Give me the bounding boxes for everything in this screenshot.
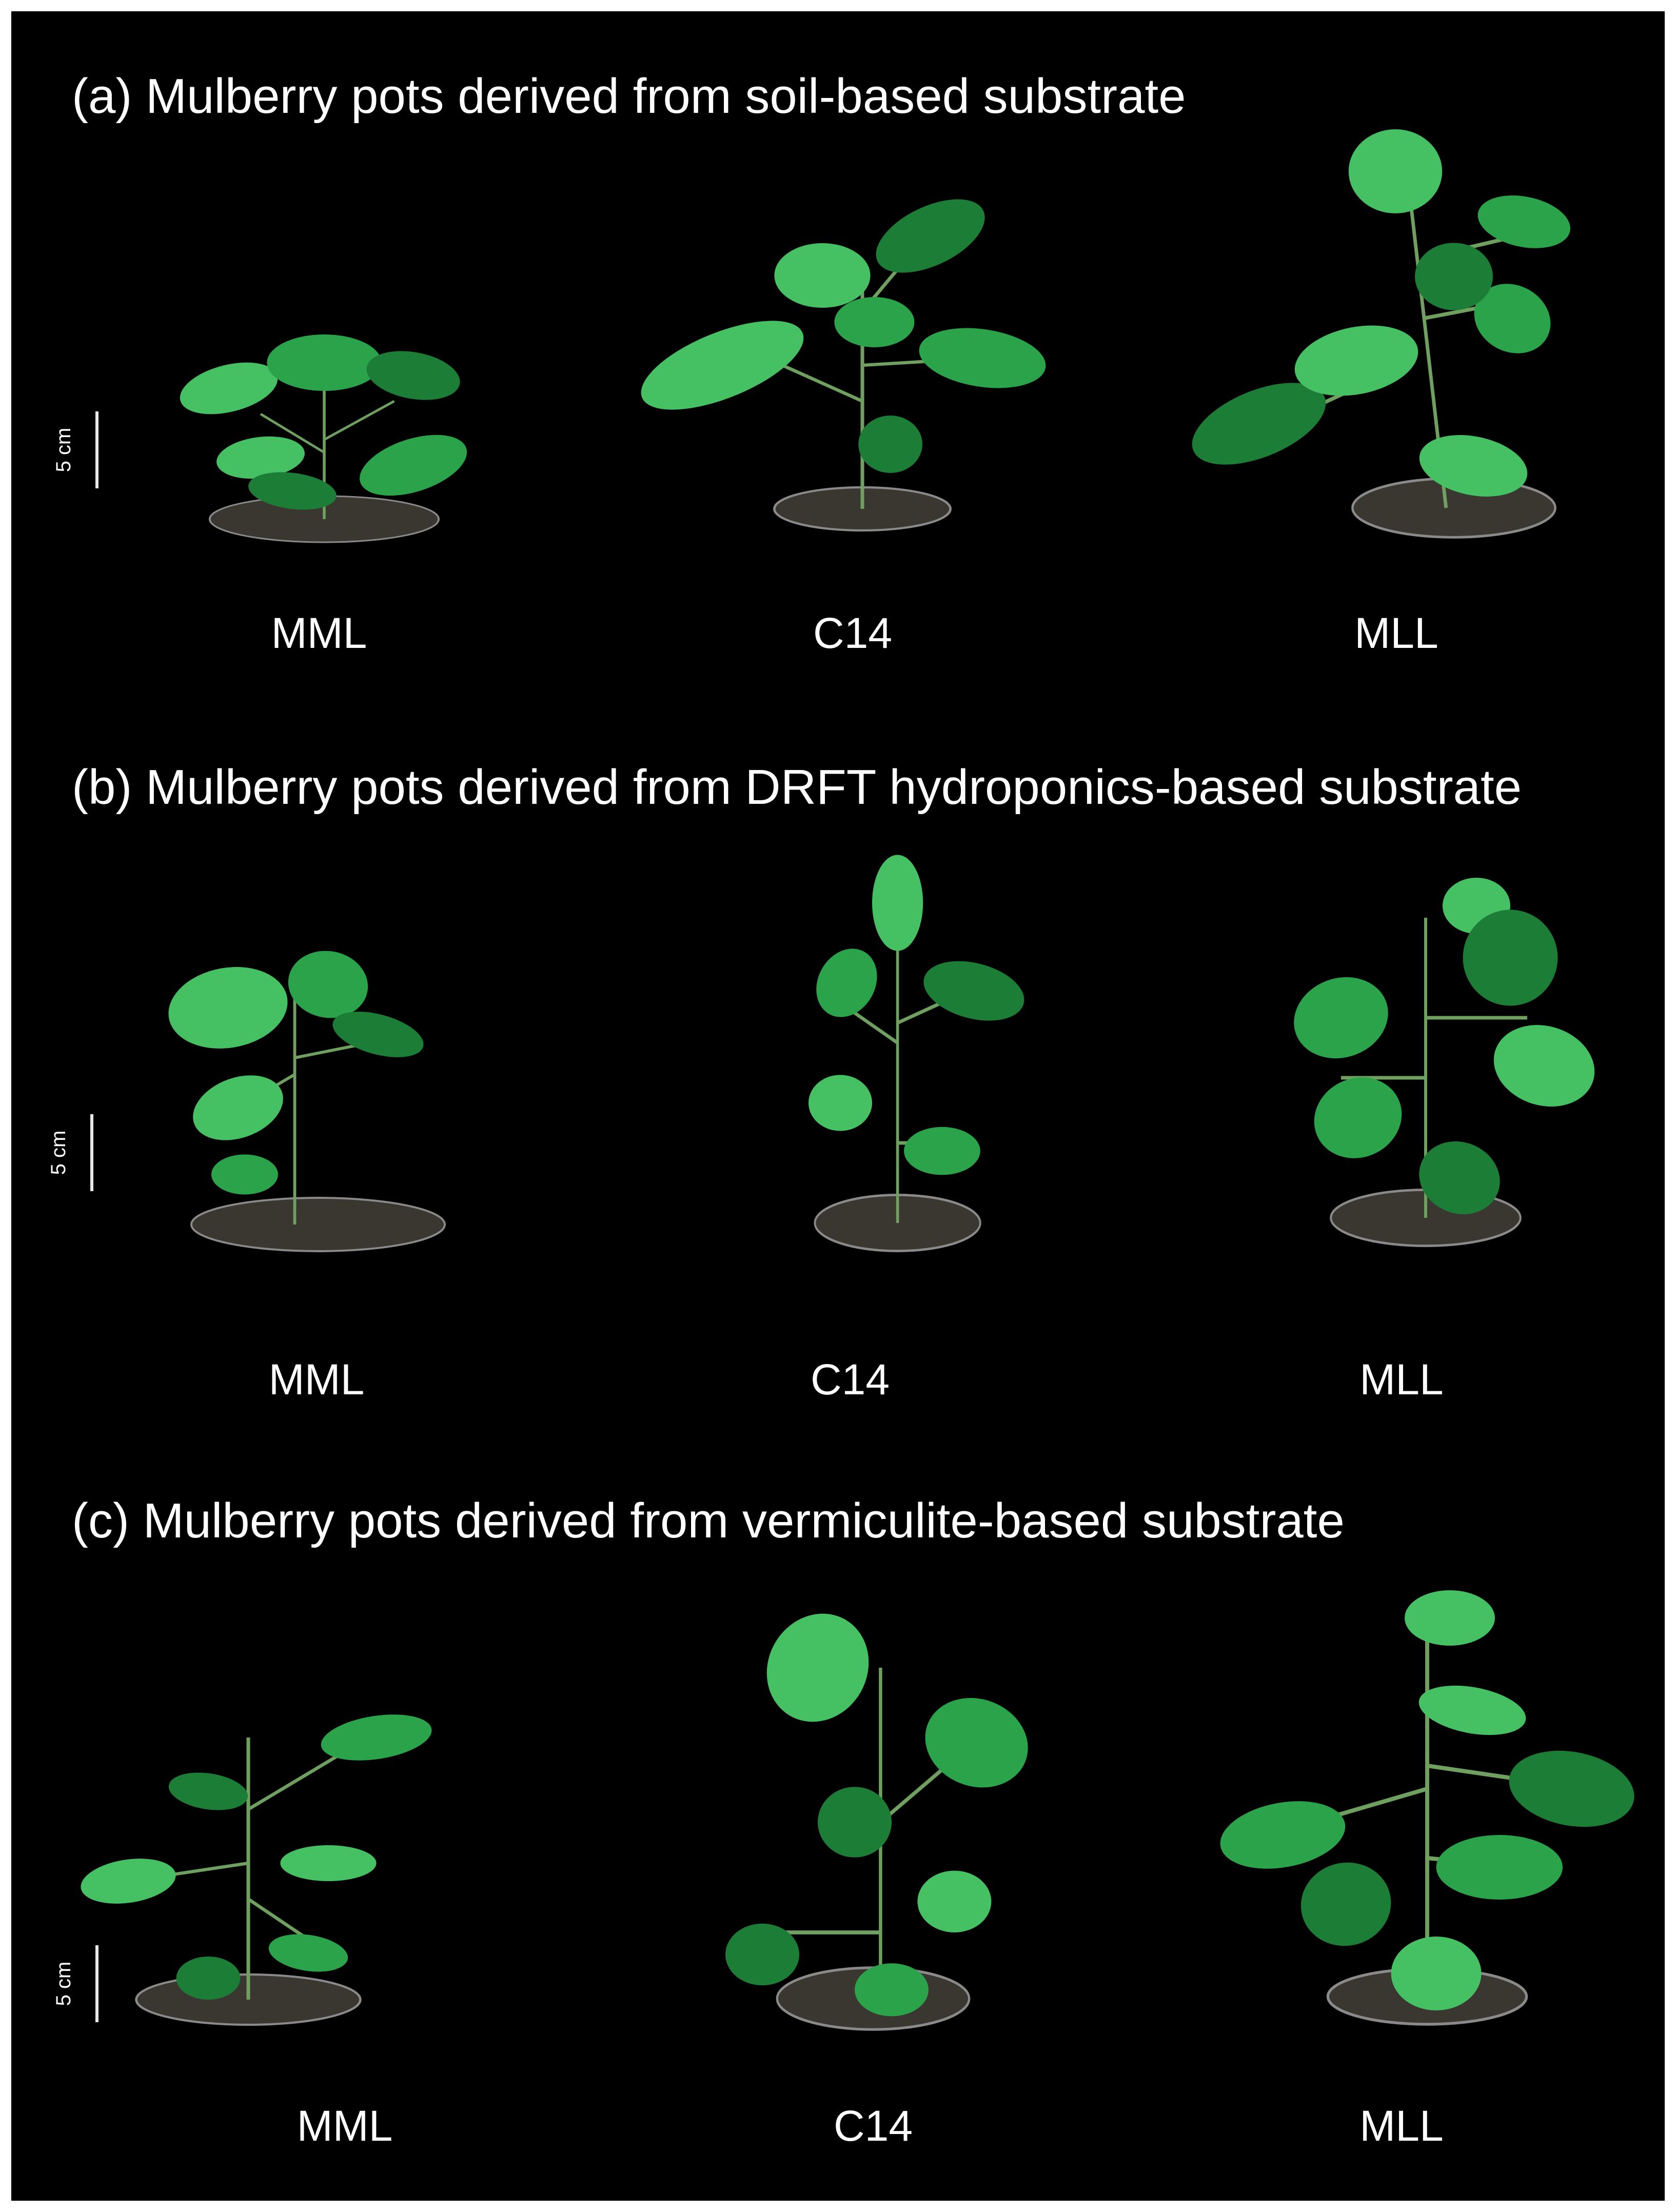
leaf bbox=[1220, 1801, 1346, 1869]
leaf bbox=[280, 1845, 377, 1881]
leaf bbox=[925, 1697, 1028, 1788]
leaf bbox=[1300, 1862, 1391, 1946]
leaf bbox=[366, 351, 460, 400]
leaf bbox=[641, 321, 804, 410]
panel-c-label-mml: MML bbox=[297, 2102, 393, 2150]
leaf bbox=[834, 297, 915, 347]
leaf bbox=[267, 334, 382, 391]
leaf bbox=[809, 1075, 872, 1131]
panel-a-scale-bar: 5 cm bbox=[52, 411, 109, 488]
leaf bbox=[919, 328, 1046, 388]
plant-photo bbox=[168, 951, 446, 1252]
plant-photo bbox=[641, 199, 1046, 532]
leaf bbox=[248, 472, 337, 510]
panel-a-plant-mll bbox=[1181, 129, 1571, 550]
leaf bbox=[766, 1613, 869, 1722]
leaf bbox=[1294, 325, 1418, 396]
panel-a-label-c14: C14 bbox=[813, 609, 893, 657]
panel-c-label-mll: MLL bbox=[1359, 2102, 1444, 2150]
stem bbox=[260, 413, 325, 453]
panel-b-plant-mll bbox=[1273, 858, 1612, 1258]
leaf bbox=[1477, 195, 1570, 248]
leaf bbox=[855, 1963, 929, 2017]
leaf bbox=[1463, 910, 1558, 1006]
leaf bbox=[1348, 129, 1443, 213]
panel-c-title: (c) Mulberry pots derived from vermiculi… bbox=[72, 1493, 1345, 1548]
leaf bbox=[1436, 1835, 1563, 1900]
leaf bbox=[725, 1923, 799, 1986]
panel-a-plant-mml bbox=[165, 299, 483, 555]
leaf bbox=[1405, 1590, 1495, 1646]
leaf bbox=[168, 967, 288, 1049]
panel-b-scale-bar: 5 cm bbox=[47, 1114, 104, 1191]
leaf bbox=[1419, 1141, 1500, 1215]
leaf bbox=[858, 416, 922, 473]
leaf bbox=[81, 1859, 176, 1904]
panel-a-plant-c14 bbox=[641, 186, 1046, 545]
leaf bbox=[168, 1772, 248, 1810]
leaf bbox=[332, 1012, 424, 1057]
leaf bbox=[923, 961, 1024, 1021]
leaf bbox=[360, 434, 467, 496]
plant-photo bbox=[180, 334, 467, 543]
panel-a-label-mml: MML bbox=[271, 609, 367, 657]
leaf bbox=[288, 951, 368, 1018]
plant-photo bbox=[1192, 129, 1570, 539]
panel-b-title: (b) Mulberry pots derived from DRFT hydr… bbox=[72, 760, 1522, 815]
panel-b-plant-mml bbox=[145, 924, 478, 1258]
leaf bbox=[1474, 284, 1551, 353]
stem bbox=[323, 400, 395, 441]
leaf bbox=[1314, 1077, 1402, 1158]
leaf bbox=[268, 1934, 348, 1972]
panel-c-scale-bar: 5 cm bbox=[52, 1945, 109, 2022]
leaf bbox=[1294, 977, 1388, 1059]
panel-b-label-c14: C14 bbox=[810, 1355, 890, 1404]
panel-b-label-mll: MLL bbox=[1359, 1355, 1444, 1404]
leaf bbox=[917, 1870, 992, 1932]
pot bbox=[190, 1197, 446, 1252]
leaf bbox=[872, 855, 923, 951]
leaf bbox=[211, 1154, 278, 1195]
panel-a-label-mll: MLL bbox=[1354, 609, 1438, 657]
leaf bbox=[180, 362, 278, 414]
plant-photo bbox=[809, 855, 1024, 1252]
panel-c-label-c14: C14 bbox=[833, 2102, 913, 2150]
leaf bbox=[816, 949, 877, 1017]
leaf bbox=[1509, 1750, 1634, 1827]
leaf bbox=[818, 1787, 892, 1858]
panel-c-plant-c14 bbox=[688, 1602, 1058, 2043]
leaf bbox=[876, 199, 985, 273]
leaf bbox=[1415, 243, 1493, 310]
plant-photo bbox=[1294, 878, 1595, 1247]
plant-photo bbox=[81, 1714, 432, 2026]
panel-b-label-mml: MML bbox=[268, 1355, 365, 1404]
figure-frame: (a) Mulberry pots derived from soil-base… bbox=[11, 11, 1665, 2201]
leaf bbox=[774, 243, 871, 308]
leaf bbox=[1192, 383, 1326, 465]
plant-photo bbox=[1220, 1590, 1634, 2026]
leaf bbox=[1418, 1685, 1526, 1735]
leaf bbox=[1493, 1025, 1595, 1107]
panel-b-plant-c14 bbox=[745, 855, 1063, 1263]
leaf bbox=[193, 1075, 283, 1140]
leaf bbox=[176, 1957, 241, 2000]
panel-a-title: (a) Mulberry pots derived from soil-base… bbox=[72, 69, 1186, 124]
plant-photo bbox=[725, 1613, 1028, 2031]
leaf bbox=[904, 1127, 980, 1175]
panel-c-plant-mml bbox=[81, 1684, 488, 2043]
leaf bbox=[1391, 1937, 1482, 2010]
leaf bbox=[321, 1714, 432, 1761]
panel-c-plant-mll bbox=[1201, 1581, 1653, 2043]
leaf bbox=[216, 436, 305, 479]
leaf bbox=[1419, 435, 1528, 497]
